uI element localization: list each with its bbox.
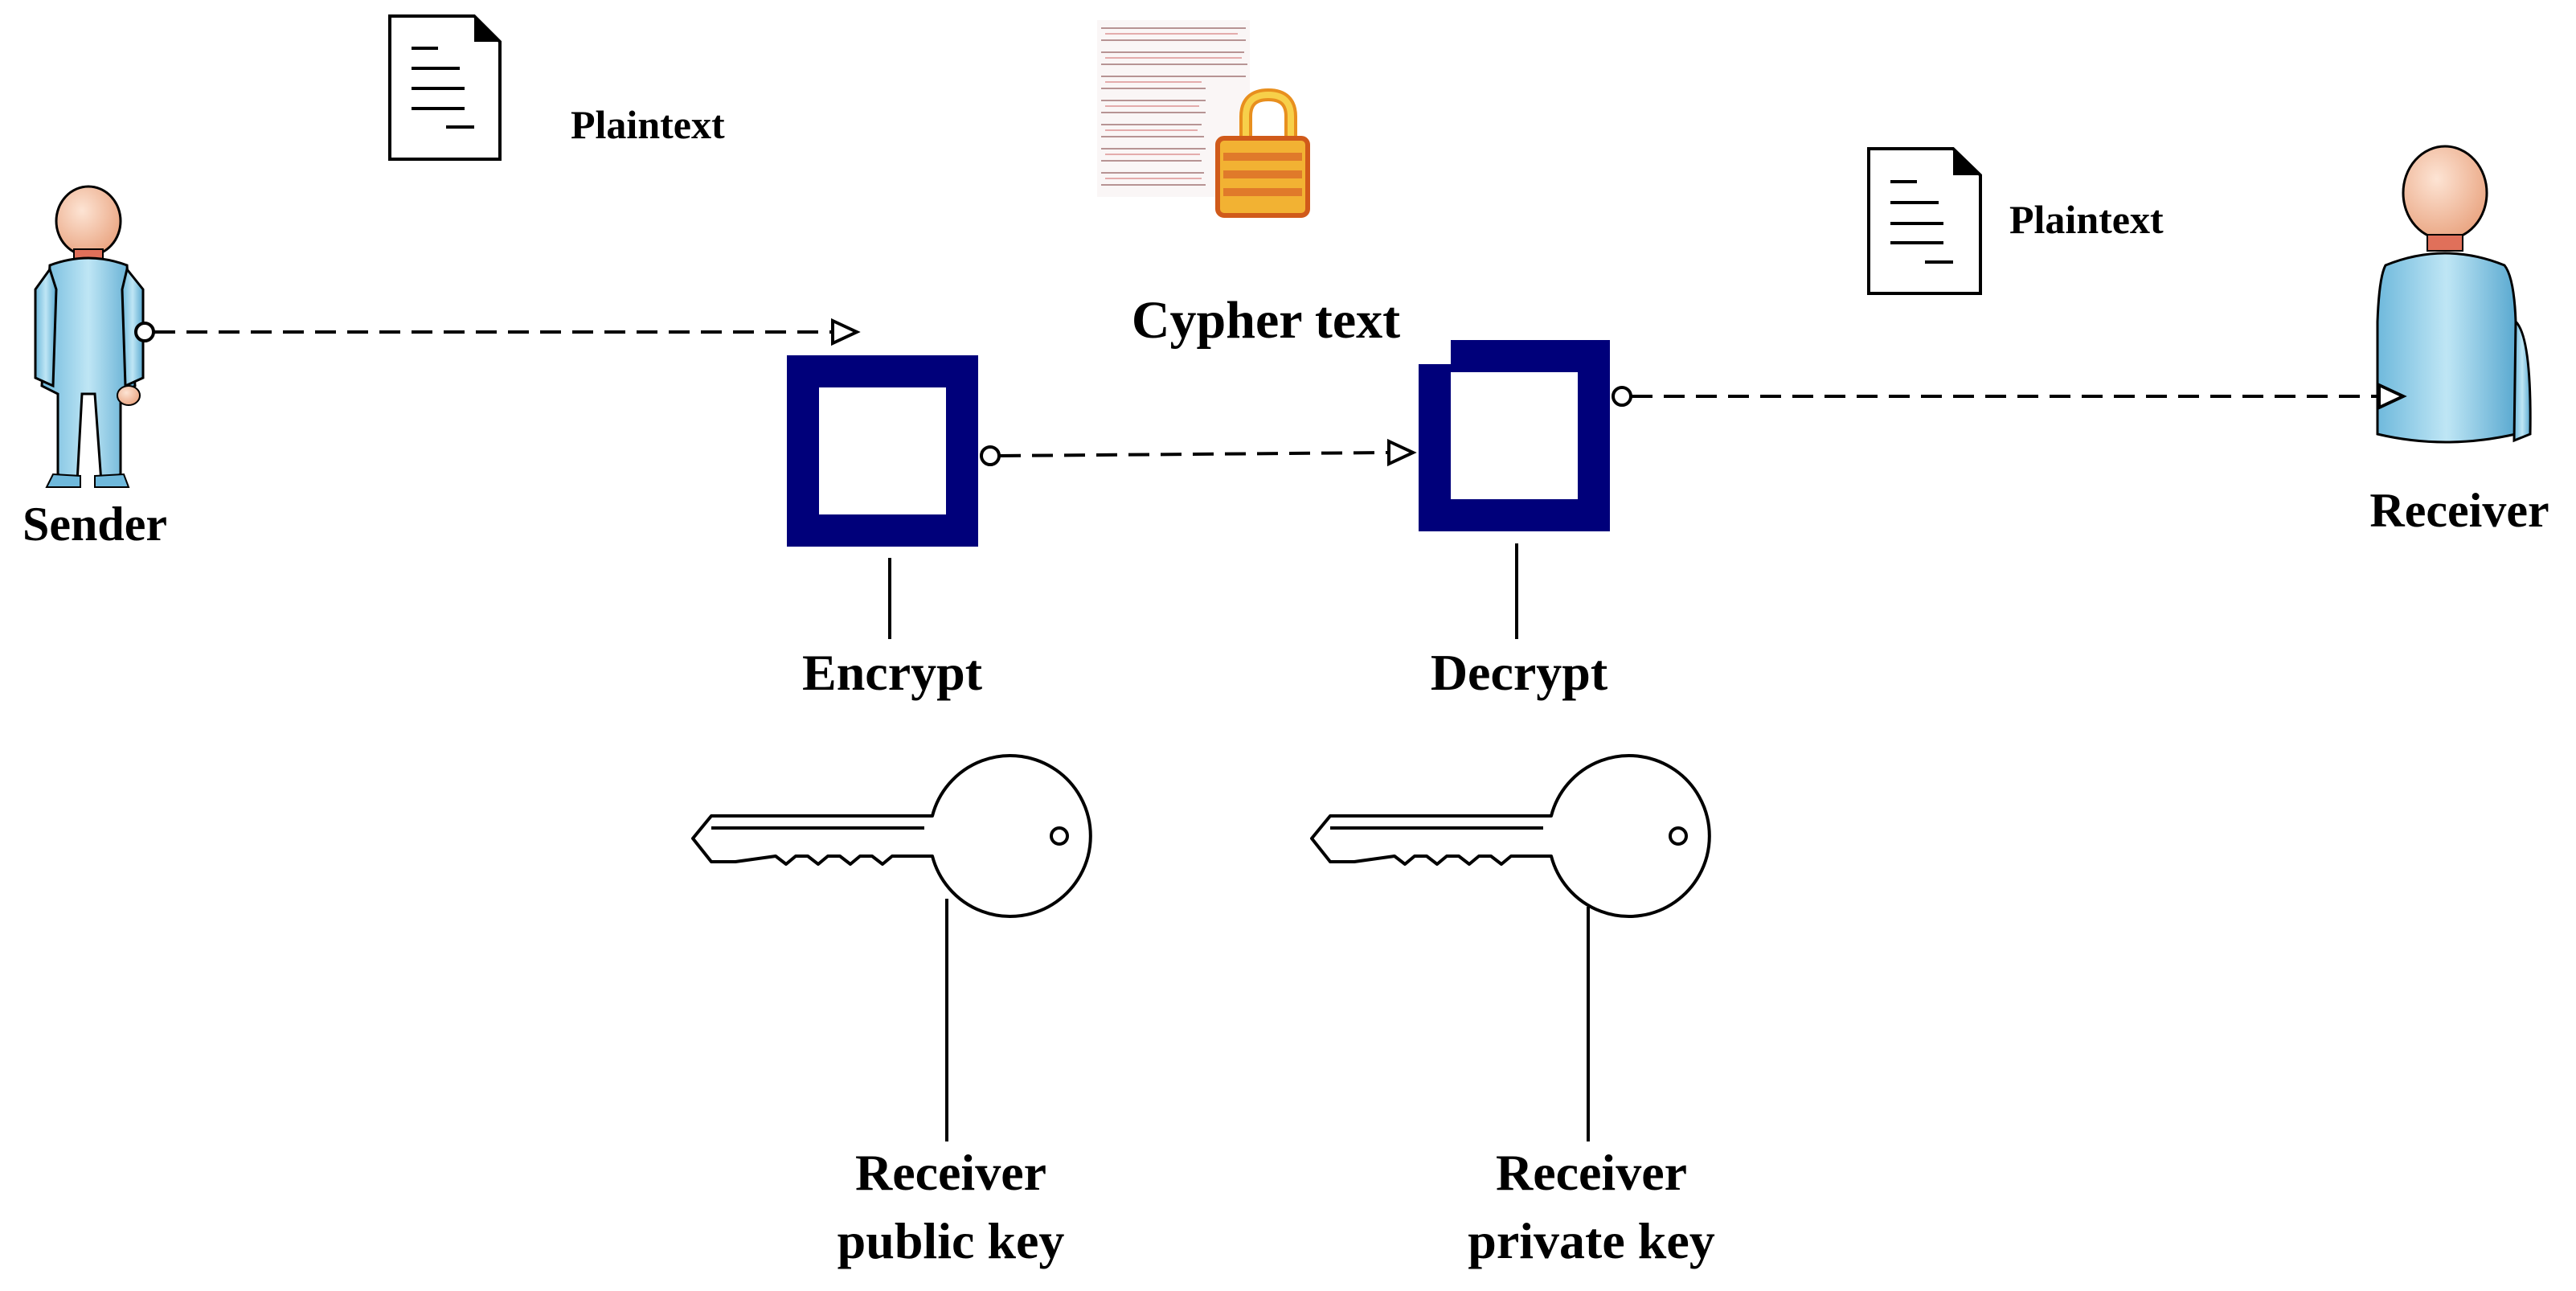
document-icon bbox=[1867, 147, 1982, 295]
private-key-icon bbox=[1310, 754, 1711, 918]
private-key-label-line2: private key bbox=[1468, 1212, 1715, 1269]
document-icon bbox=[388, 14, 502, 161]
receiver-label: Receiver bbox=[2369, 484, 2549, 537]
public-key-label-line1: Receiver bbox=[855, 1144, 1046, 1201]
public-key-icon bbox=[691, 754, 1092, 918]
plaintext-left-label: Plaintext bbox=[571, 102, 725, 147]
lock-icon bbox=[1215, 88, 1310, 218]
arrow-sender-to-encrypt bbox=[134, 318, 861, 346]
decrypt-label: Decrypt bbox=[1431, 644, 1608, 701]
encrypt-label: Encrypt bbox=[802, 644, 983, 701]
sender-person-icon bbox=[34, 185, 145, 488]
decrypt-box bbox=[1419, 340, 1610, 531]
public-key-label-line2: public key bbox=[838, 1212, 1065, 1269]
private-key-label-line1: Receiver bbox=[1496, 1144, 1687, 1201]
plaintext-right-label: Plaintext bbox=[2009, 197, 2164, 242]
arrow-encrypt-to-decrypt bbox=[980, 438, 1417, 467]
receiver-person-icon bbox=[2376, 145, 2532, 444]
arrow-decrypt-to-receiver bbox=[1612, 382, 2407, 411]
encrypt-box bbox=[787, 355, 978, 547]
cypher-text-label: Cypher text bbox=[1132, 291, 1400, 350]
sender-label: Sender bbox=[23, 498, 167, 551]
